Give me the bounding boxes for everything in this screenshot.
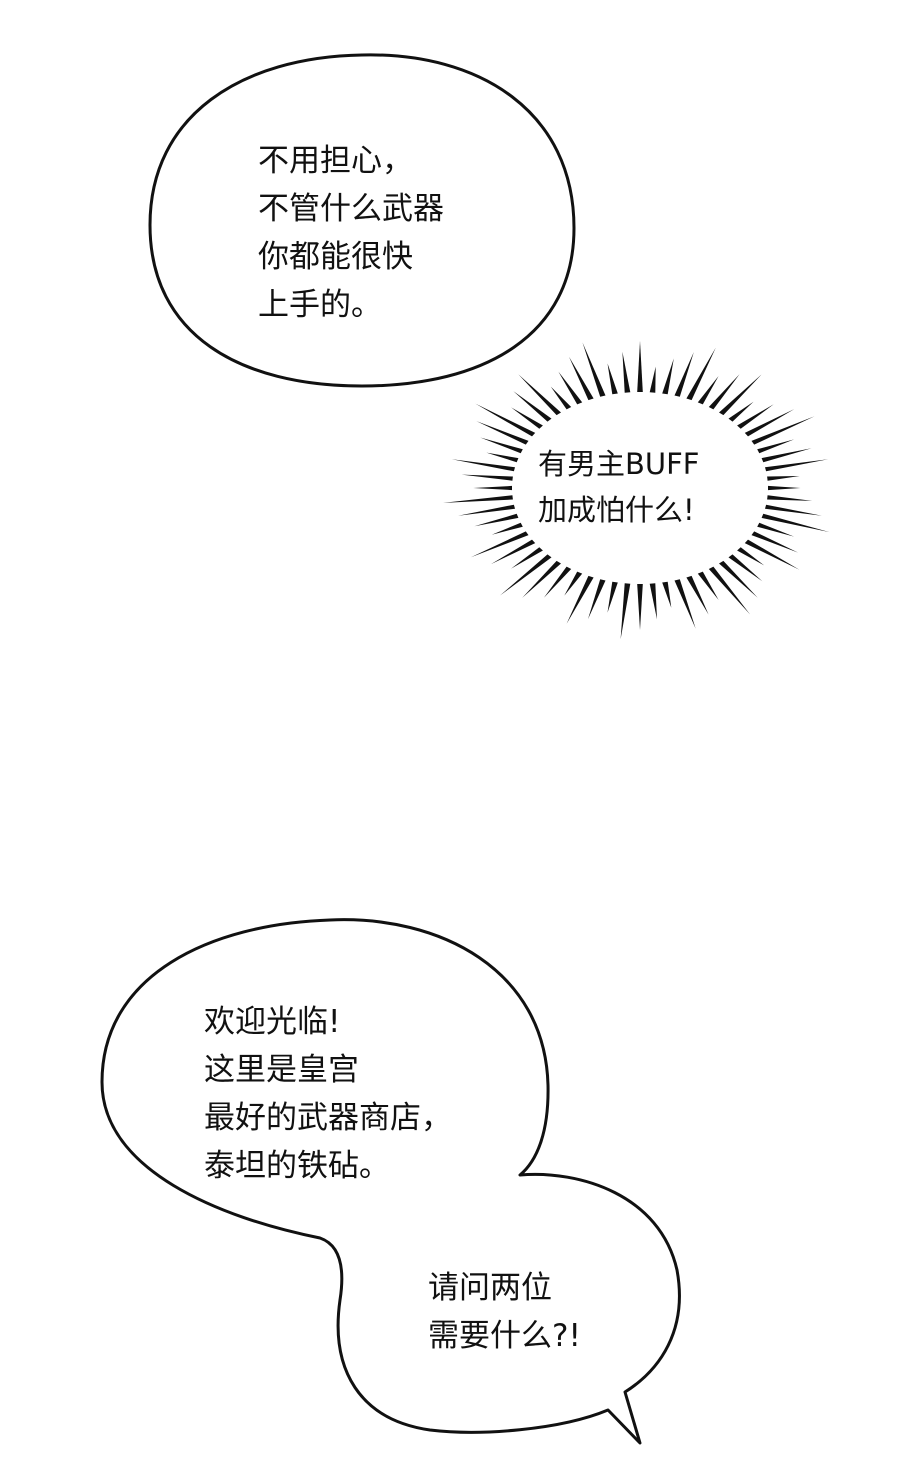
burst-spike: [607, 581, 618, 613]
speech-bubble-pair-outline: [100, 918, 681, 1445]
burst-spike: [513, 391, 552, 422]
burst-spike: [564, 571, 583, 596]
burst-spike: [522, 560, 561, 598]
burst-bubble-text: 有男主BUFF 加成怕什么!: [538, 441, 699, 533]
bubble-4-line-2: 需要什么?!: [428, 1318, 581, 1354]
burst-spike: [622, 351, 631, 393]
burst-spike: [757, 439, 795, 454]
speech-bubble-4-text: 请问两位 需要什么?!: [428, 1264, 581, 1360]
bubble-3-line-2: 这里是皇宫: [204, 1052, 359, 1088]
bubble-2-line-2: 加成怕什么!: [538, 493, 695, 527]
burst-spike: [649, 366, 656, 393]
burst-spike: [511, 547, 543, 569]
bubble-3-line-4: 泰坦的铁砧。: [204, 1148, 390, 1184]
burst-spike: [765, 459, 829, 472]
burst-spike: [767, 476, 800, 481]
speech-bubble-1-text: 不用担心， 不管什么武器 你都能很快 上手的。: [258, 137, 444, 329]
burst-spike: [697, 571, 719, 600]
burst-spike: [582, 342, 606, 397]
burst-spike: [543, 566, 572, 598]
burst-spike: [461, 474, 513, 481]
burst-spike: [511, 407, 543, 429]
burst-spike: [473, 485, 512, 491]
burst-spike: [728, 401, 754, 422]
burst-spike: [649, 583, 657, 620]
burst-spike: [768, 485, 801, 491]
burst-spike: [451, 459, 515, 472]
burst-spike: [474, 513, 519, 527]
speech-bubble-3-text: 欢迎光临! 这里是皇宫 最好的武器商店， 泰坦的铁砧。: [204, 998, 452, 1190]
burst-spike: [476, 421, 529, 445]
bubble-1-line-4: 上手的。: [258, 287, 382, 323]
burst-spike: [662, 358, 674, 395]
burst-spike: [566, 575, 594, 624]
burst-spike: [674, 352, 694, 397]
burst-spike: [751, 416, 815, 445]
burst-spike: [737, 404, 774, 429]
burst-spike: [757, 522, 795, 537]
burst-spike: [765, 504, 822, 516]
burst-spike: [751, 531, 799, 553]
burst-spike: [637, 584, 643, 630]
burst-spike: [569, 356, 594, 401]
burst-spike: [491, 539, 536, 565]
bubble-1-line-3: 你都能很快: [258, 239, 413, 275]
burst-spike: [558, 371, 583, 405]
bubble-2-line-1: 有男主BUFF: [538, 447, 700, 481]
bubble-3-line-3: 最好的武器商店，: [204, 1100, 452, 1136]
burst-spike: [686, 575, 709, 615]
burst-spike: [486, 452, 519, 463]
burst-spike: [458, 504, 515, 516]
burst-spike: [491, 522, 523, 535]
burst-spike: [470, 531, 529, 558]
burst-spike: [662, 581, 672, 608]
burst-spike: [443, 495, 513, 503]
bubble-3-line-1: 欢迎光临!: [204, 1004, 341, 1040]
bubble-1-line-2: 不管什么武器: [258, 191, 444, 227]
burst-spike: [744, 539, 800, 570]
burst-bubble-outline: [443, 341, 830, 640]
burst-spike: [480, 437, 523, 454]
burst-spike: [719, 374, 762, 416]
burst-spike: [588, 579, 606, 620]
speech-bubble-1-outline: [148, 53, 576, 388]
burst-spike: [728, 554, 763, 582]
burst-spike: [674, 579, 696, 629]
burst-spike: [518, 374, 561, 416]
burst-spike: [767, 495, 813, 501]
burst-spike: [737, 547, 765, 566]
burst-spike: [637, 341, 643, 392]
burst-spike: [761, 513, 830, 533]
burst-spike: [719, 560, 758, 598]
burst-spike: [697, 376, 719, 405]
burst-spike: [500, 554, 552, 596]
bubble-4-line-1: 请问两位: [428, 1270, 552, 1306]
burst-spike: [761, 448, 812, 463]
burst-spike: [708, 566, 750, 615]
burst-spike: [620, 583, 631, 640]
burst-spike: [744, 409, 795, 437]
burst-spike: [475, 403, 536, 437]
bubble-1-line-1: 不用担心，: [258, 143, 413, 179]
burst-spike: [607, 363, 618, 395]
burst-spike: [708, 374, 740, 410]
burst-spike: [550, 386, 572, 410]
burst-spike: [686, 347, 716, 401]
